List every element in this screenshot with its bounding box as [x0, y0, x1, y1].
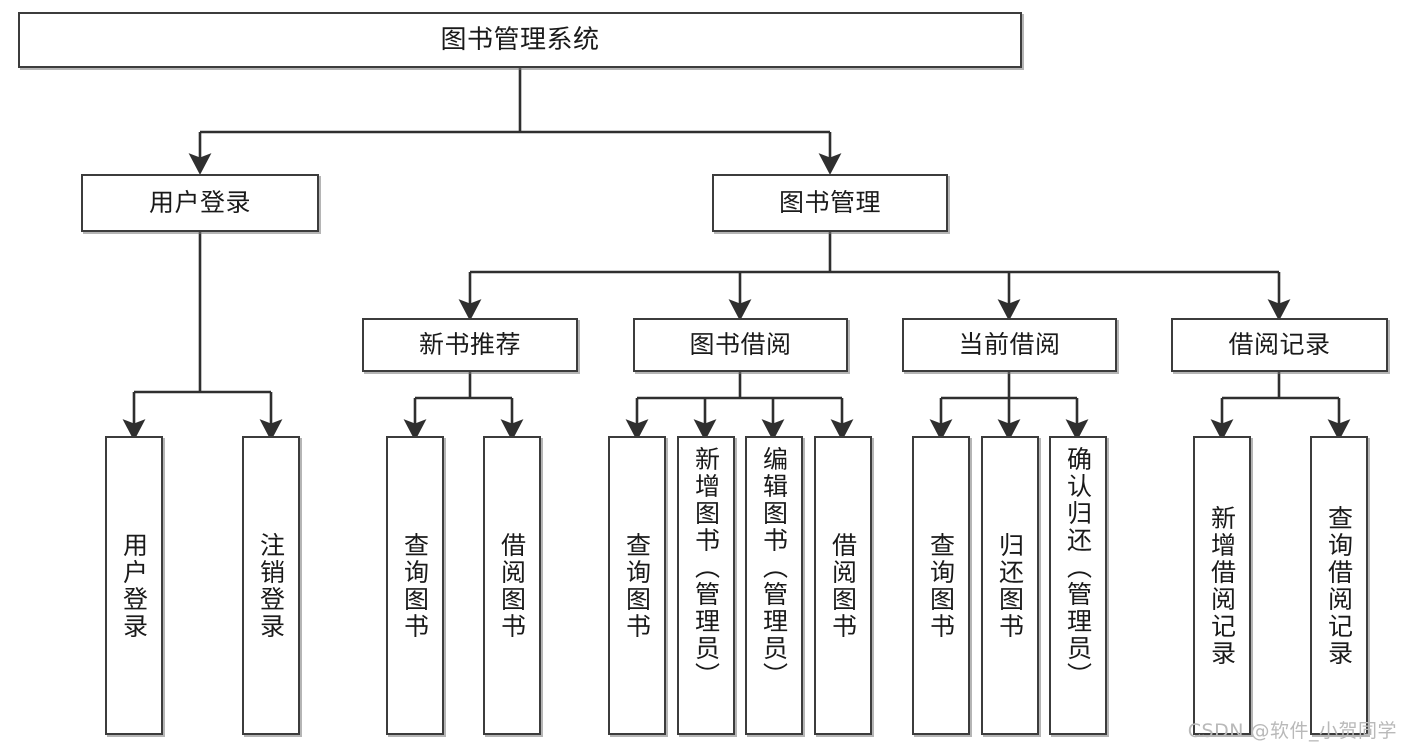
node-label: 查询借阅记录 — [1324, 504, 1354, 667]
node-user-login[interactable]: 用户登录 — [81, 174, 319, 232]
node-root-system[interactable]: 图书管理系统 — [18, 12, 1022, 68]
node-label: 编辑图书（管理员） — [759, 446, 789, 689]
leaf-borrow-edit-book-admin[interactable]: 编辑图书（管理员） — [745, 436, 803, 735]
node-label: 图书借阅 — [689, 330, 792, 360]
leaf-newbook-query-book[interactable]: 查询图书 — [386, 436, 444, 735]
watermark-text: CSDN @软件_小贺同学 — [1187, 720, 1397, 742]
leaf-record-add-record[interactable]: 新增借阅记录 — [1193, 436, 1251, 735]
node-label: 归还图书 — [995, 531, 1025, 640]
leaf-record-query-record[interactable]: 查询借阅记录 — [1310, 436, 1368, 735]
node-label: 借阅记录 — [1228, 330, 1331, 360]
node-current-borrow[interactable]: 当前借阅 — [902, 318, 1117, 372]
leaf-current-query-book[interactable]: 查询图书 — [912, 436, 970, 735]
node-label: 查询图书 — [926, 531, 956, 640]
leaf-newbook-borrow-book[interactable]: 借阅图书 — [483, 436, 541, 735]
node-label: 查询图书 — [622, 531, 652, 640]
leaf-borrow-query-book[interactable]: 查询图书 — [608, 436, 666, 735]
leaf-logout[interactable]: 注销登录 — [242, 436, 300, 735]
node-label: 用户登录 — [119, 531, 149, 640]
node-label: 查询图书 — [400, 531, 430, 640]
leaf-current-confirm-return-admin[interactable]: 确认归还（管理员） — [1049, 436, 1107, 735]
node-label: 借阅图书 — [497, 531, 527, 640]
node-borrow-record[interactable]: 借阅记录 — [1171, 318, 1388, 372]
leaf-current-return-book[interactable]: 归还图书 — [981, 436, 1039, 735]
node-label: 确认归还（管理员） — [1063, 446, 1093, 689]
node-label: 新增图书（管理员） — [691, 446, 721, 689]
node-label: 用户登录 — [148, 188, 251, 218]
node-new-book-recommend[interactable]: 新书推荐 — [362, 318, 578, 372]
node-book-borrow[interactable]: 图书借阅 — [633, 318, 848, 372]
leaf-user-login[interactable]: 用户登录 — [105, 436, 163, 735]
node-label: 当前借阅 — [958, 330, 1061, 360]
node-label: 新书推荐 — [418, 330, 521, 360]
node-label: 新增借阅记录 — [1207, 504, 1237, 667]
node-book-management[interactable]: 图书管理 — [712, 174, 948, 232]
leaf-borrow-borrow-book[interactable]: 借阅图书 — [814, 436, 872, 735]
node-label: 图书管理 — [778, 188, 881, 218]
leaf-borrow-add-book-admin[interactable]: 新增图书（管理员） — [677, 436, 735, 735]
node-label: 图书管理系统 — [440, 24, 600, 55]
node-label: 借阅图书 — [828, 531, 858, 640]
node-label: 注销登录 — [256, 531, 286, 640]
